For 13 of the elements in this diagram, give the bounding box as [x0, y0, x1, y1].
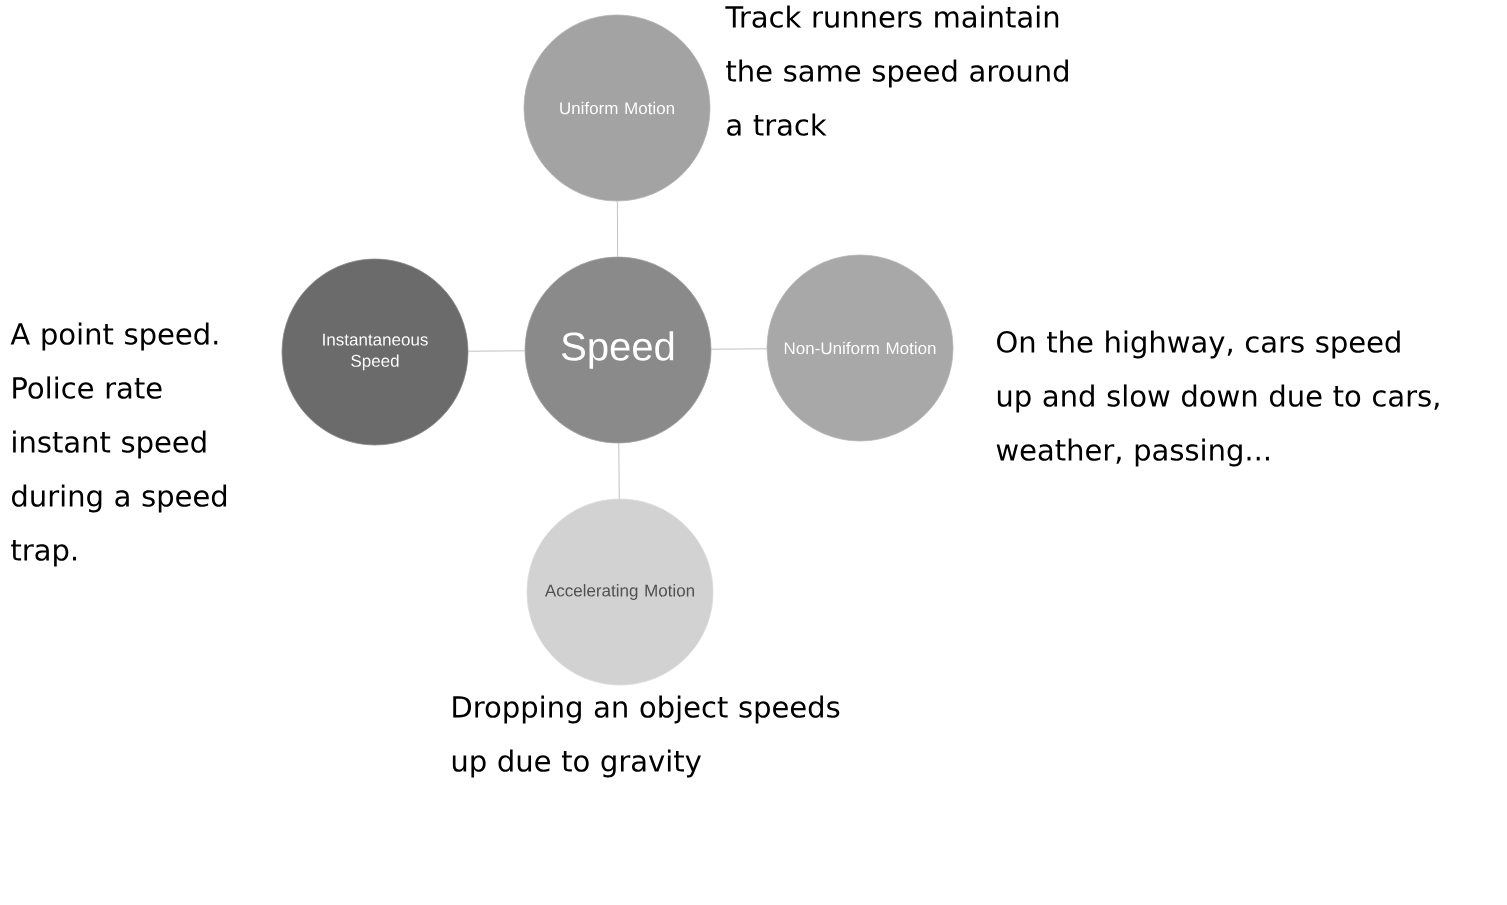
circle-node: Accelerating Motion — [526, 498, 714, 686]
handwritten-note: Dropping an object speeds up due to gravity — [452, 695, 840, 778]
connector-line — [618, 443, 620, 499]
handwritten-note: On the highway, cars speed up and slow down due to cars, weather, passing... — [996, 330, 1439, 467]
connector-line — [711, 348, 767, 350]
circle-node: Non-Uniform Motion — [766, 254, 954, 442]
connector-line — [468, 350, 525, 352]
connector-line — [617, 201, 619, 257]
handwritten-note: A point speed. Police rate instant speed during a speed trap. — [10, 322, 227, 567]
circle-node: Speed — [524, 256, 712, 444]
circle-node: Instantaneous Speed — [281, 258, 469, 446]
circle-node: Uniform Motion — [523, 14, 711, 202]
handwritten-note: Track runners maintain the same speed around a track — [725, 5, 1068, 136]
